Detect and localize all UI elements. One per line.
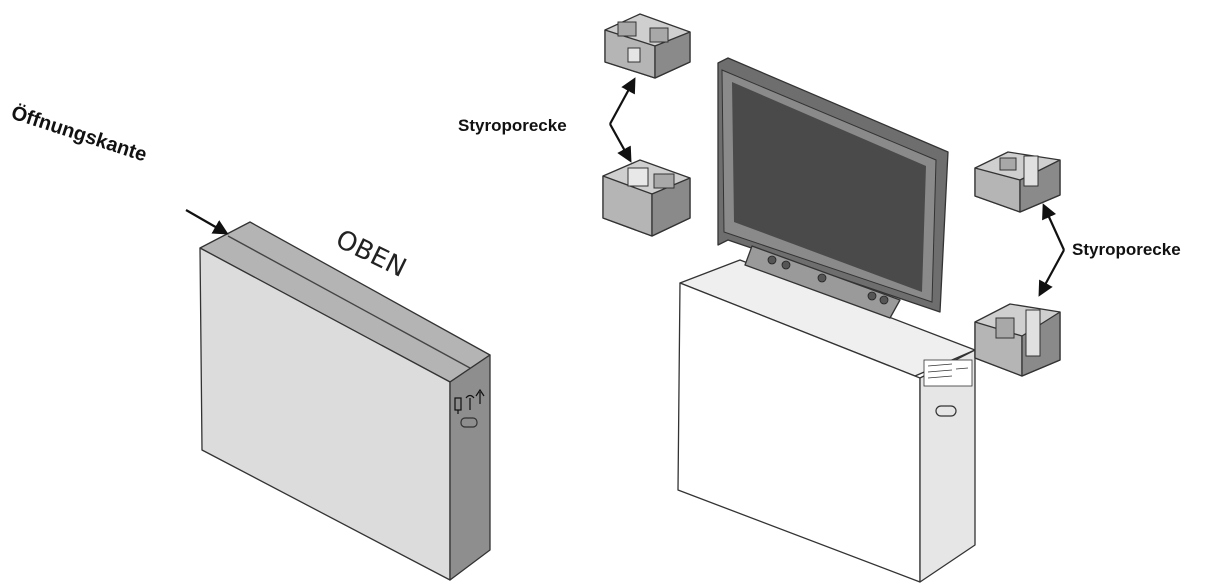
carton-side-sticker [923, 359, 973, 387]
carton-side-wall [919, 349, 976, 583]
handle-hole-icon [935, 405, 957, 417]
foam-corner-right-upper [974, 151, 1061, 213]
opening-edge-callout: Öffnungskante [8, 101, 229, 235]
closed-box [199, 221, 491, 581]
box-side-face [449, 354, 491, 581]
foam-corner-arrow-right-up [1042, 203, 1066, 251]
opening-edge-label: Öffnungskante [8, 101, 149, 166]
keep-dry-icon [465, 394, 475, 410]
monitor-screen [732, 82, 926, 292]
opening-edge-arrow [185, 209, 229, 235]
opening-edge-line [227, 235, 471, 369]
foam-corner-arrow-up [609, 77, 636, 125]
foam-corner-arrow-right-down [1038, 249, 1065, 297]
handle-hole-icon [460, 417, 478, 428]
monitor-ports [767, 255, 889, 305]
this-side-up-icon [475, 388, 485, 404]
monitor [717, 57, 949, 319]
foam-corner-top-upper [604, 13, 691, 79]
carton-walls [677, 282, 976, 583]
foam-corner-right-lower [974, 303, 1061, 377]
foam-corner-arrow-down [609, 123, 632, 163]
foam-corner-label-top: Styroporecke [458, 116, 567, 135]
foam-corner-callout-right: Styroporecke [1038, 203, 1181, 297]
foam-corner-callout-top: Styroporecke [458, 77, 636, 163]
foam-corner-top-lower [602, 159, 691, 237]
foam-corner-label-right: Styroporecke [1072, 240, 1181, 259]
fragile-icon [454, 397, 462, 414]
